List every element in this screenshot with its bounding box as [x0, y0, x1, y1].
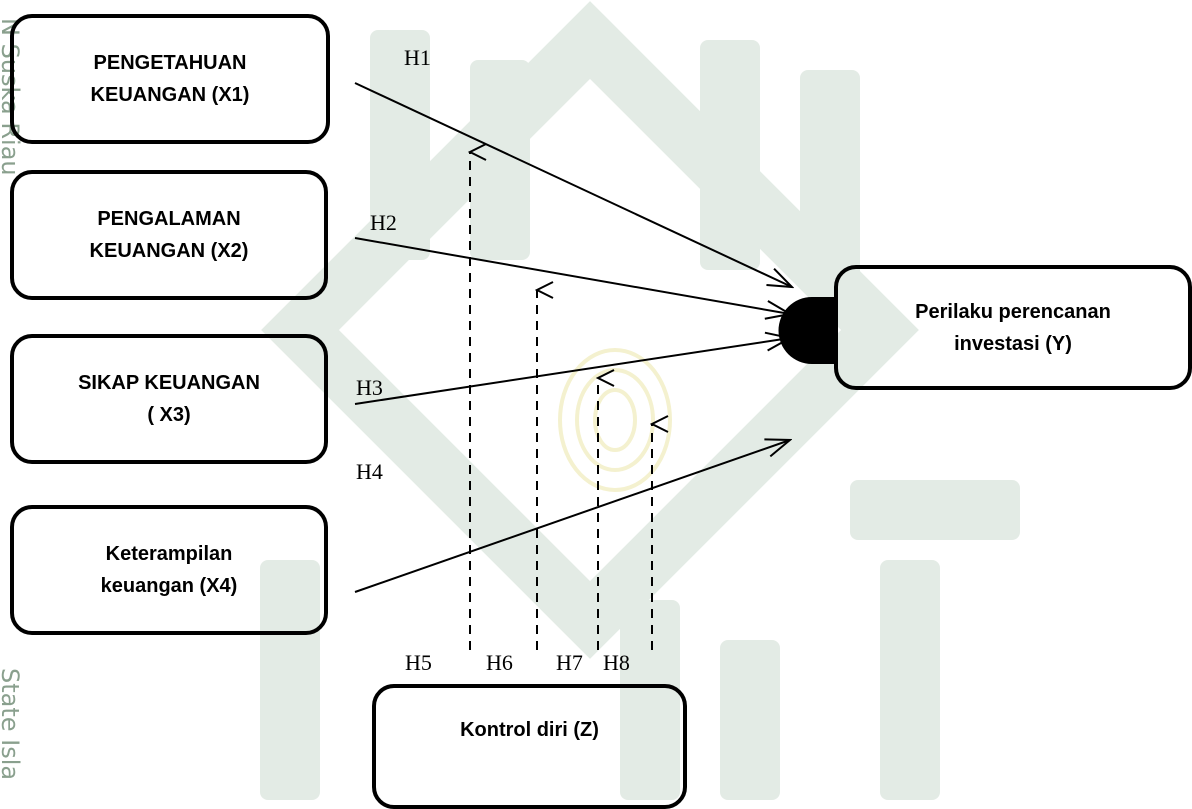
box-x4-keterampilan-keuangan: Keterampilan keuangan (X4) [10, 505, 328, 635]
box-x1-pengetahuan-keuangan: PENGETAHUAN KEUANGAN (X1) [10, 14, 330, 144]
arrow-h2 [354, 237, 790, 314]
label-h8: H8 [603, 650, 630, 675]
box-x4-label: Keterampilan keuangan (X4) [100, 543, 238, 597]
box-x3-sikap-keuangan: SIKAP KEUANGAN ( X3) [10, 334, 328, 464]
box-y-label: Perilaku perencanan investasi (Y) [915, 300, 1111, 355]
label-h2: H2 [370, 210, 397, 235]
box-x3-label: SIKAP KEUANGAN ( X3) [78, 372, 260, 426]
box-y-perilaku-perencanaan: Perilaku perencanan investasi (Y) [834, 265, 1192, 390]
label-h1: H1 [404, 45, 431, 70]
label-h4: H4 [356, 459, 383, 484]
box-z-kontrol-diri: Kontrol diri (Z) [372, 684, 687, 809]
arrow-h4 [354, 440, 790, 593]
box-x1-label: PENGETAHUAN KEUANGAN (X1) [90, 52, 250, 106]
arrow-h1 [354, 82, 792, 287]
side-watermark-text-bottom: State Isla [0, 668, 24, 781]
connector-knob [778, 296, 838, 364]
box-z-label: Kontrol diri (Z) [460, 719, 599, 741]
arrow-h3 [354, 338, 790, 405]
label-h3: H3 [356, 375, 383, 400]
label-h5: H5 [405, 650, 432, 675]
label-h7: H7 [556, 650, 583, 675]
box-x2-pengalaman-keuangan: PENGALAMAN KEUANGAN (X2) [10, 170, 328, 300]
box-x2-label: PENGALAMAN KEUANGAN (X2) [89, 208, 249, 262]
label-h6: H6 [486, 650, 513, 675]
